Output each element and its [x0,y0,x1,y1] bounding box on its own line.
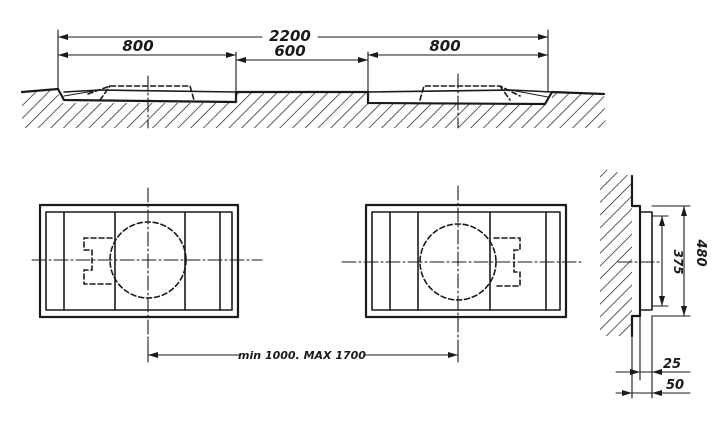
dim-height-inner-label: 375 [671,249,685,274]
elevation-view: 2200 800 600 800 [20,27,606,129]
left-motor-hidden [83,237,113,285]
ground-hatch-left [22,89,606,128]
dim-depth-small: 25 [615,357,691,375]
dim-center-distance: min 1000. MAX 1700 [147,339,459,363]
dim-height-outer-label: 480 [693,238,708,266]
left-pad-inner [45,211,233,311]
dim-right-pad-label: 800 [429,37,460,55]
right-pad-recess [366,90,554,106]
dim-center-distance-label: min 1000. MAX 1700 [238,349,366,362]
recess-plate [639,211,653,311]
ground-surface [20,87,606,96]
right-pad-inner [371,211,561,311]
dim-gap-label: 600 [274,42,305,60]
dim-total: 2200 [57,27,549,45]
wall-hatch [600,168,632,336]
dim-right-pad: 800 [367,37,549,58]
dim-gap: 600 [235,42,369,63]
left-pad-recess [56,87,238,104]
right-pad-wedge [509,89,549,98]
plan-view-right [341,185,585,341]
dim-left-pad-label: 800 [122,37,153,55]
plan-view-left [31,187,263,341]
dim-total-label: 2200 [269,27,311,45]
left-pad-outer [38,203,240,319]
dim-depth-large: 50 [615,378,691,396]
left-hidden-outline [87,85,195,101]
left-pad-wedge [63,89,101,97]
dim-height-outer: 480 [681,205,708,317]
side-section-view: 480 375 25 50 [600,168,708,399]
dim-height-inner: 375 [659,215,685,307]
right-pad-outer [364,203,568,319]
recess-outline [630,204,642,318]
right-motor-hidden [493,237,521,287]
dim-depth-large-label: 50 [666,378,684,393]
right-hidden-outline [419,85,521,101]
right-pad-top [367,89,553,93]
dim-depth-small-label: 25 [663,357,681,372]
dim-left-pad: 800 [57,37,237,58]
